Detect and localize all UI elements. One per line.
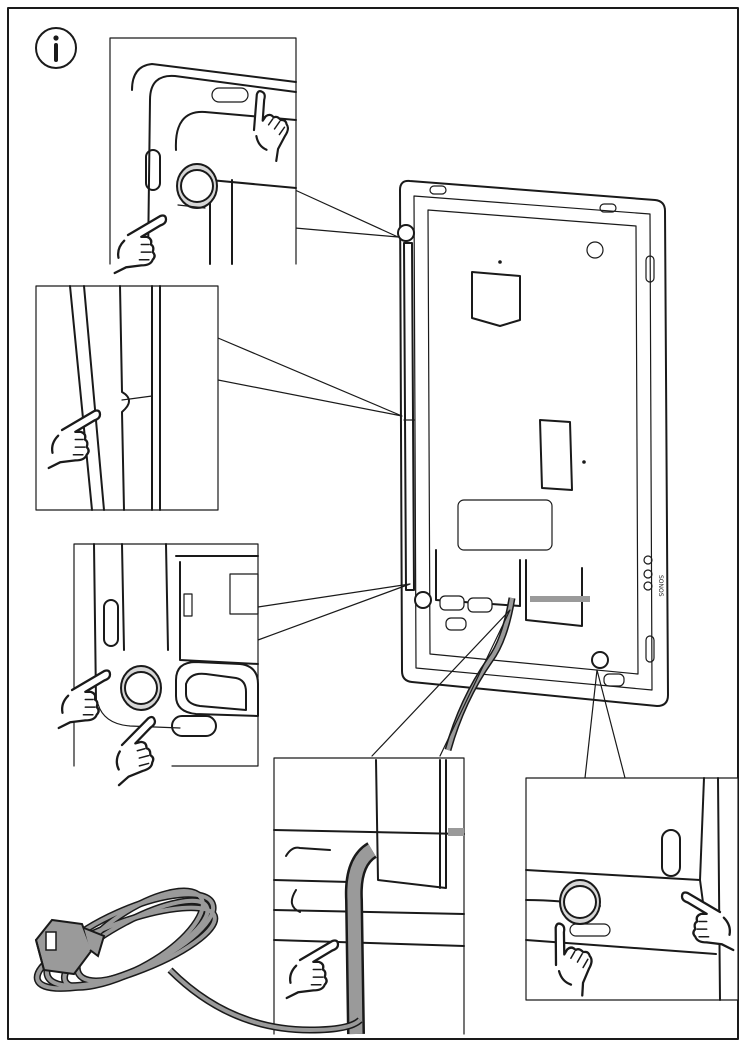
panel-border <box>7 7 739 1040</box>
detail-bottom-left-knob <box>73 543 259 767</box>
side-label: SONOS <box>657 575 664 597</box>
callout-lines <box>217 189 626 779</box>
info-circle-icon <box>35 27 77 69</box>
detail-rail-slot <box>35 285 219 511</box>
power-cable-icon <box>33 887 363 1034</box>
detail-cable-routing <box>273 757 465 1035</box>
mounting-bracket <box>397 179 669 707</box>
